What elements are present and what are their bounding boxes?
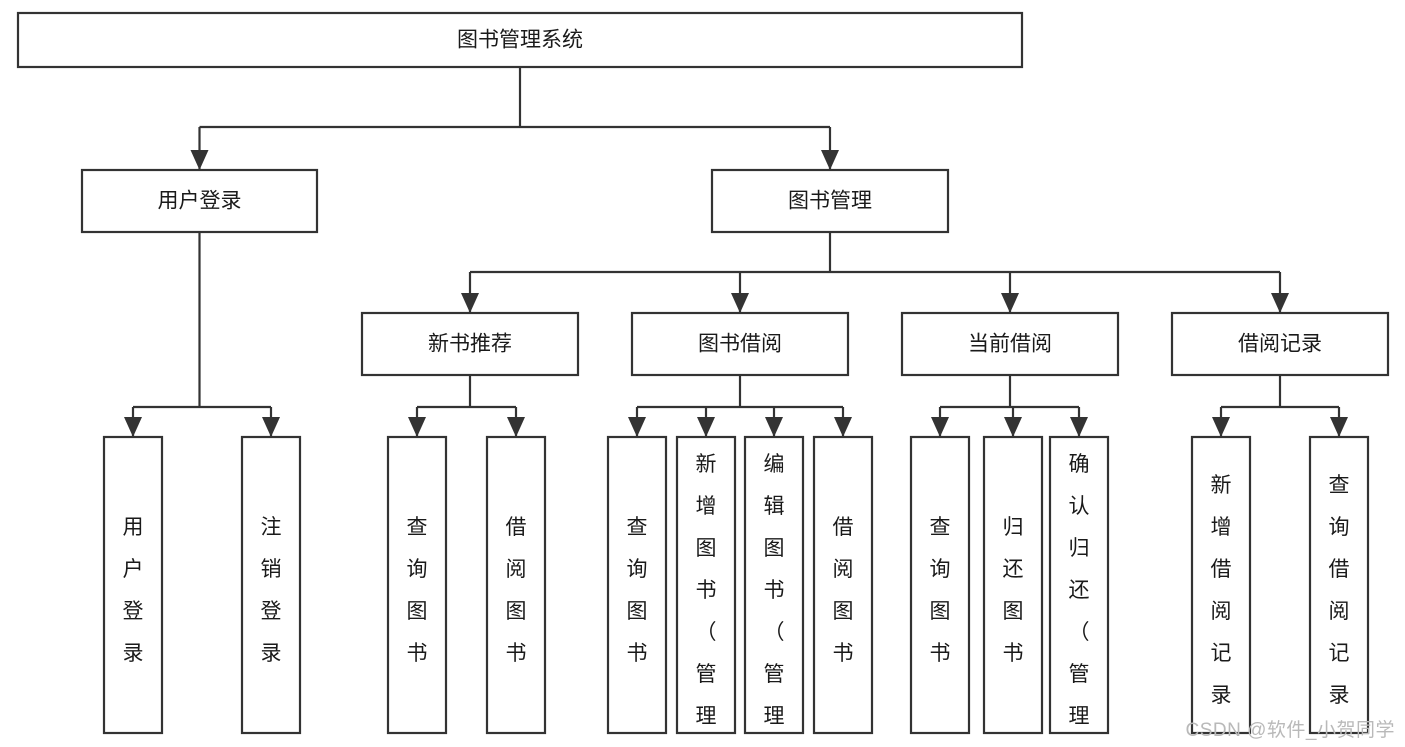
book-borrow-label: 图书借阅 bbox=[698, 333, 782, 356]
node-book-management[interactable]: 图书管理 bbox=[710, 168, 950, 234]
leaf-confirm-return-box[interactable] bbox=[1048, 435, 1110, 735]
arrow-head-icon bbox=[731, 293, 749, 313]
borrow-record-label: 借阅记录 bbox=[1238, 333, 1322, 356]
arrow-head-icon bbox=[1271, 293, 1289, 313]
arrow-head-icon bbox=[190, 150, 209, 170]
leaf-borrow-book-1-label: 借阅图书 bbox=[506, 516, 527, 665]
book-management-label: 图书管理 bbox=[788, 190, 872, 213]
node-new-book-recommend[interactable]: 新书推荐 bbox=[360, 311, 580, 377]
leaf-confirm-return-label: 确认归还（管理员） bbox=[1069, 453, 1090, 747]
leaf-query-record-box[interactable] bbox=[1308, 435, 1370, 735]
leaf-query-book-2-label: 查询图书 bbox=[627, 516, 648, 665]
leaf-query-record-label: 查询借阅记录 bbox=[1329, 474, 1350, 707]
book-borrow-box[interactable] bbox=[630, 311, 850, 377]
node-user-login[interactable]: 用户登录 bbox=[80, 168, 319, 234]
leaf-logout-label: 注销登录 bbox=[261, 516, 282, 665]
leaf-logout-box[interactable] bbox=[240, 435, 302, 735]
leaf-edit-book-box[interactable] bbox=[743, 435, 805, 735]
node-leaf-add-book[interactable]: 新增图书（管理员） bbox=[675, 435, 737, 747]
leaf-user-login-label: 用户登录 bbox=[123, 516, 144, 665]
root-label: 图书管理系统 bbox=[457, 29, 583, 52]
leaf-query-book-3-box[interactable] bbox=[909, 435, 971, 735]
node-leaf-query-book-2[interactable]: 查询图书 bbox=[606, 435, 668, 735]
node-leaf-return-book[interactable]: 归还图书 bbox=[982, 435, 1044, 735]
leaf-query-book-1-label: 查询图书 bbox=[407, 516, 428, 665]
leaf-add-book-label: 新增图书（管理员） bbox=[696, 453, 717, 747]
node-leaf-query-book-1[interactable]: 查询图书 bbox=[386, 435, 448, 735]
leaf-return-book-label: 归还图书 bbox=[1003, 516, 1024, 665]
node-book-borrow[interactable]: 图书借阅 bbox=[630, 311, 850, 377]
node-leaf-query-book-3[interactable]: 查询图书 bbox=[909, 435, 971, 735]
arrow-head-icon bbox=[628, 417, 646, 437]
connector-layer bbox=[124, 67, 1348, 437]
node-leaf-borrow-book-2[interactable]: 借阅图书 bbox=[812, 435, 874, 735]
arrow-head-icon bbox=[834, 417, 852, 437]
leaf-borrow-book-2-label: 借阅图书 bbox=[833, 516, 854, 665]
arrow-head-icon bbox=[262, 417, 280, 437]
arrow-head-icon bbox=[931, 417, 949, 437]
leaf-query-book-2-box[interactable] bbox=[606, 435, 668, 735]
user-login-label: 用户登录 bbox=[158, 190, 242, 213]
arrow-head-icon bbox=[1004, 417, 1022, 437]
arrow-head-icon bbox=[1330, 417, 1348, 437]
node-leaf-user-login[interactable]: 用户登录 bbox=[102, 435, 164, 735]
new-book-recommend-label: 新书推荐 bbox=[428, 333, 512, 356]
node-leaf-add-record[interactable]: 新增借阅记录 bbox=[1190, 435, 1252, 735]
node-leaf-query-record[interactable]: 查询借阅记录 bbox=[1308, 435, 1370, 735]
arrow-head-icon bbox=[1070, 417, 1088, 437]
node-leaf-confirm-return[interactable]: 确认归还（管理员） bbox=[1048, 435, 1110, 747]
leaf-add-record-label: 新增借阅记录 bbox=[1211, 474, 1232, 707]
leaf-user-login-box[interactable] bbox=[102, 435, 164, 735]
arrow-head-icon bbox=[124, 417, 142, 437]
leaf-query-book-3-label: 查询图书 bbox=[930, 516, 951, 665]
leaf-node-layer: 用户登录 注销登录 查询图书 借阅图书 查询图书 新增图书（管理员） 编辑图书（管理员） 借阅… bbox=[102, 435, 1370, 747]
arrow-head-icon bbox=[821, 150, 839, 170]
node-leaf-edit-book[interactable]: 编辑图书（管理员） bbox=[743, 435, 805, 747]
node-current-borrow[interactable]: 当前借阅 bbox=[900, 311, 1120, 377]
book-management-box[interactable] bbox=[710, 168, 950, 234]
leaf-add-record-box[interactable] bbox=[1190, 435, 1252, 735]
arrow-head-icon bbox=[765, 417, 783, 437]
node-leaf-borrow-book-1[interactable]: 借阅图书 bbox=[485, 435, 547, 735]
leaf-add-book-box[interactable] bbox=[675, 435, 737, 735]
arrow-head-icon bbox=[408, 417, 426, 437]
node-borrow-record[interactable]: 借阅记录 bbox=[1170, 311, 1390, 377]
current-borrow-box[interactable] bbox=[900, 311, 1120, 377]
node-root[interactable]: 图书管理系统 bbox=[16, 11, 1024, 69]
arrow-head-icon bbox=[1001, 293, 1019, 313]
root-box[interactable] bbox=[16, 11, 1024, 69]
leaf-return-book-box[interactable] bbox=[982, 435, 1044, 735]
arrow-head-icon bbox=[697, 417, 715, 437]
node-leaf-logout[interactable]: 注销登录 bbox=[240, 435, 302, 735]
new-book-recommend-box[interactable] bbox=[360, 311, 580, 377]
arrow-head-icon bbox=[507, 417, 525, 437]
leaf-query-book-1-box[interactable] bbox=[386, 435, 448, 735]
borrow-record-box[interactable] bbox=[1170, 311, 1390, 377]
leaf-borrow-book-2-box[interactable] bbox=[812, 435, 874, 735]
leaf-edit-book-label: 编辑图书（管理员） bbox=[764, 453, 785, 747]
arrow-head-icon bbox=[1212, 417, 1230, 437]
arrow-head-icon bbox=[461, 293, 479, 313]
user-login-box[interactable] bbox=[80, 168, 319, 234]
leaf-borrow-book-1-box[interactable] bbox=[485, 435, 547, 735]
current-borrow-label: 当前借阅 bbox=[968, 333, 1052, 356]
